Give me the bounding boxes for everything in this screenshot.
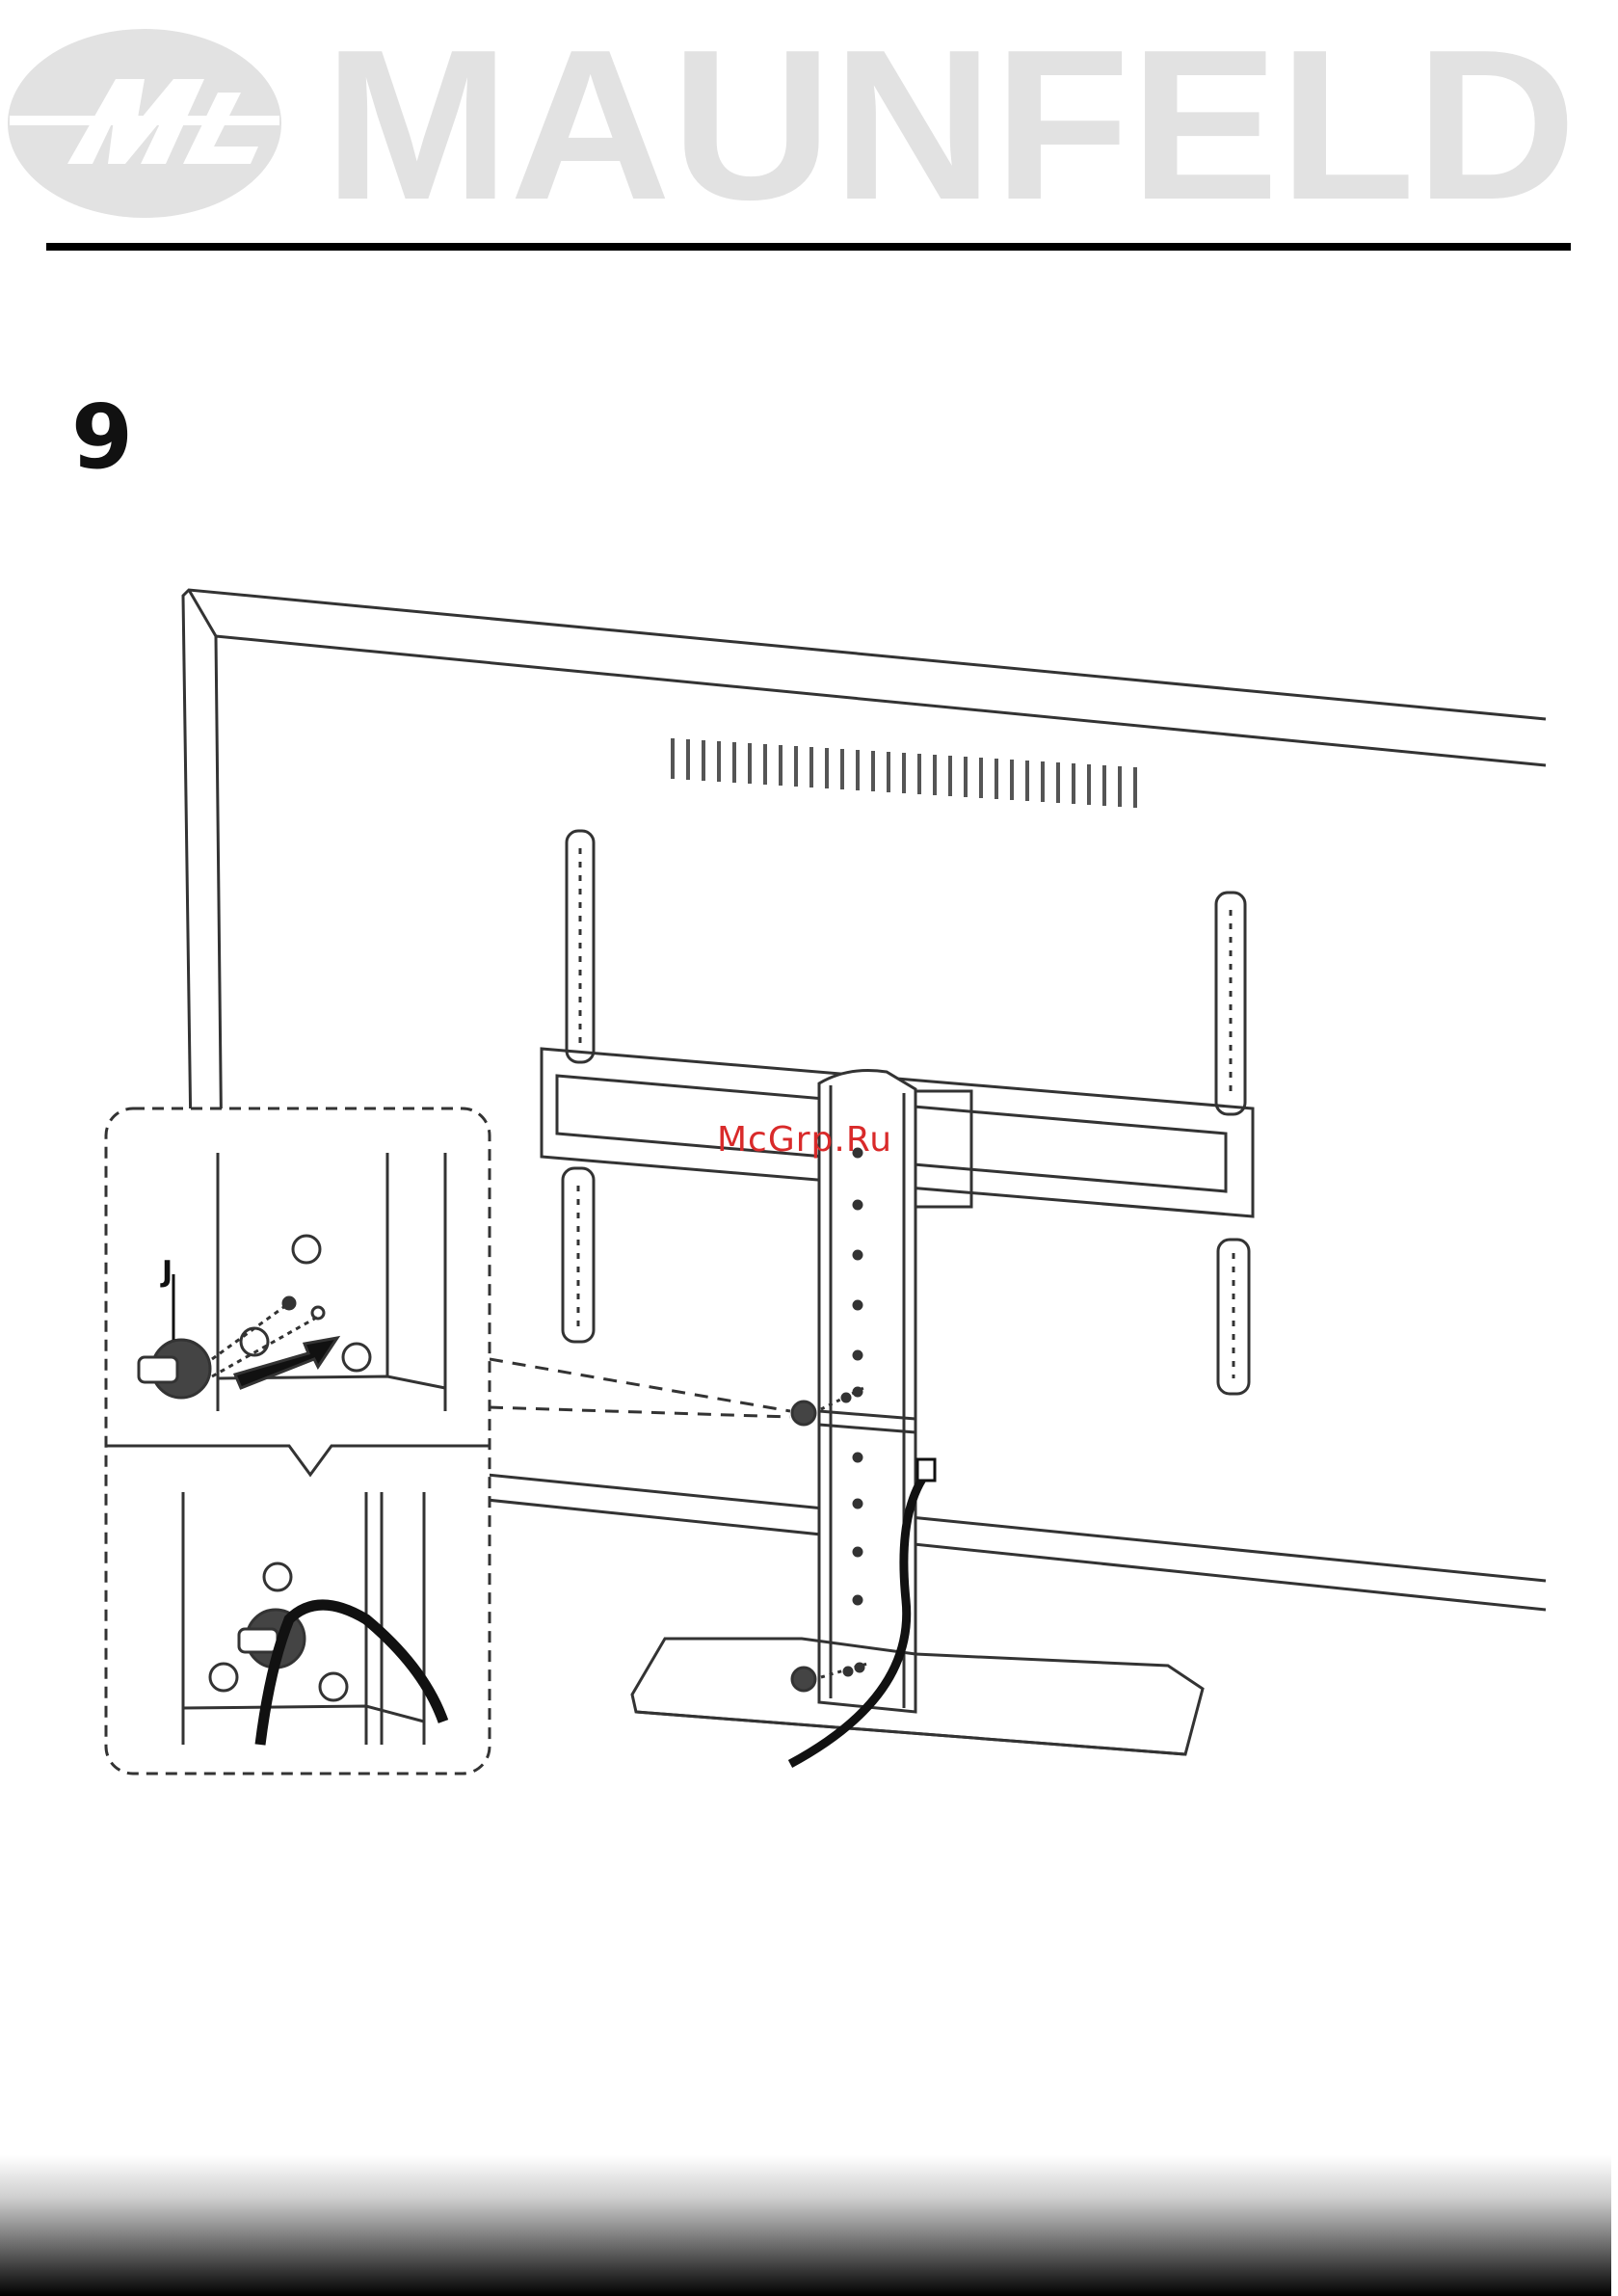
stand-base xyxy=(632,1639,1203,1754)
right-bracket-arm xyxy=(1216,893,1249,1394)
part-label-j: J xyxy=(162,1255,172,1289)
vent-slots xyxy=(673,738,1135,808)
stand-column xyxy=(819,1071,915,1713)
callout-leader-lines xyxy=(490,1359,790,1417)
cable-port-icon xyxy=(917,1459,935,1481)
page-right-edge xyxy=(1611,0,1618,2296)
detail-callout xyxy=(106,1108,490,1774)
footer-gradient-band xyxy=(0,2155,1618,2296)
watermark: McGrp.Ru xyxy=(717,1120,892,1160)
left-bracket-arm xyxy=(563,831,594,1342)
